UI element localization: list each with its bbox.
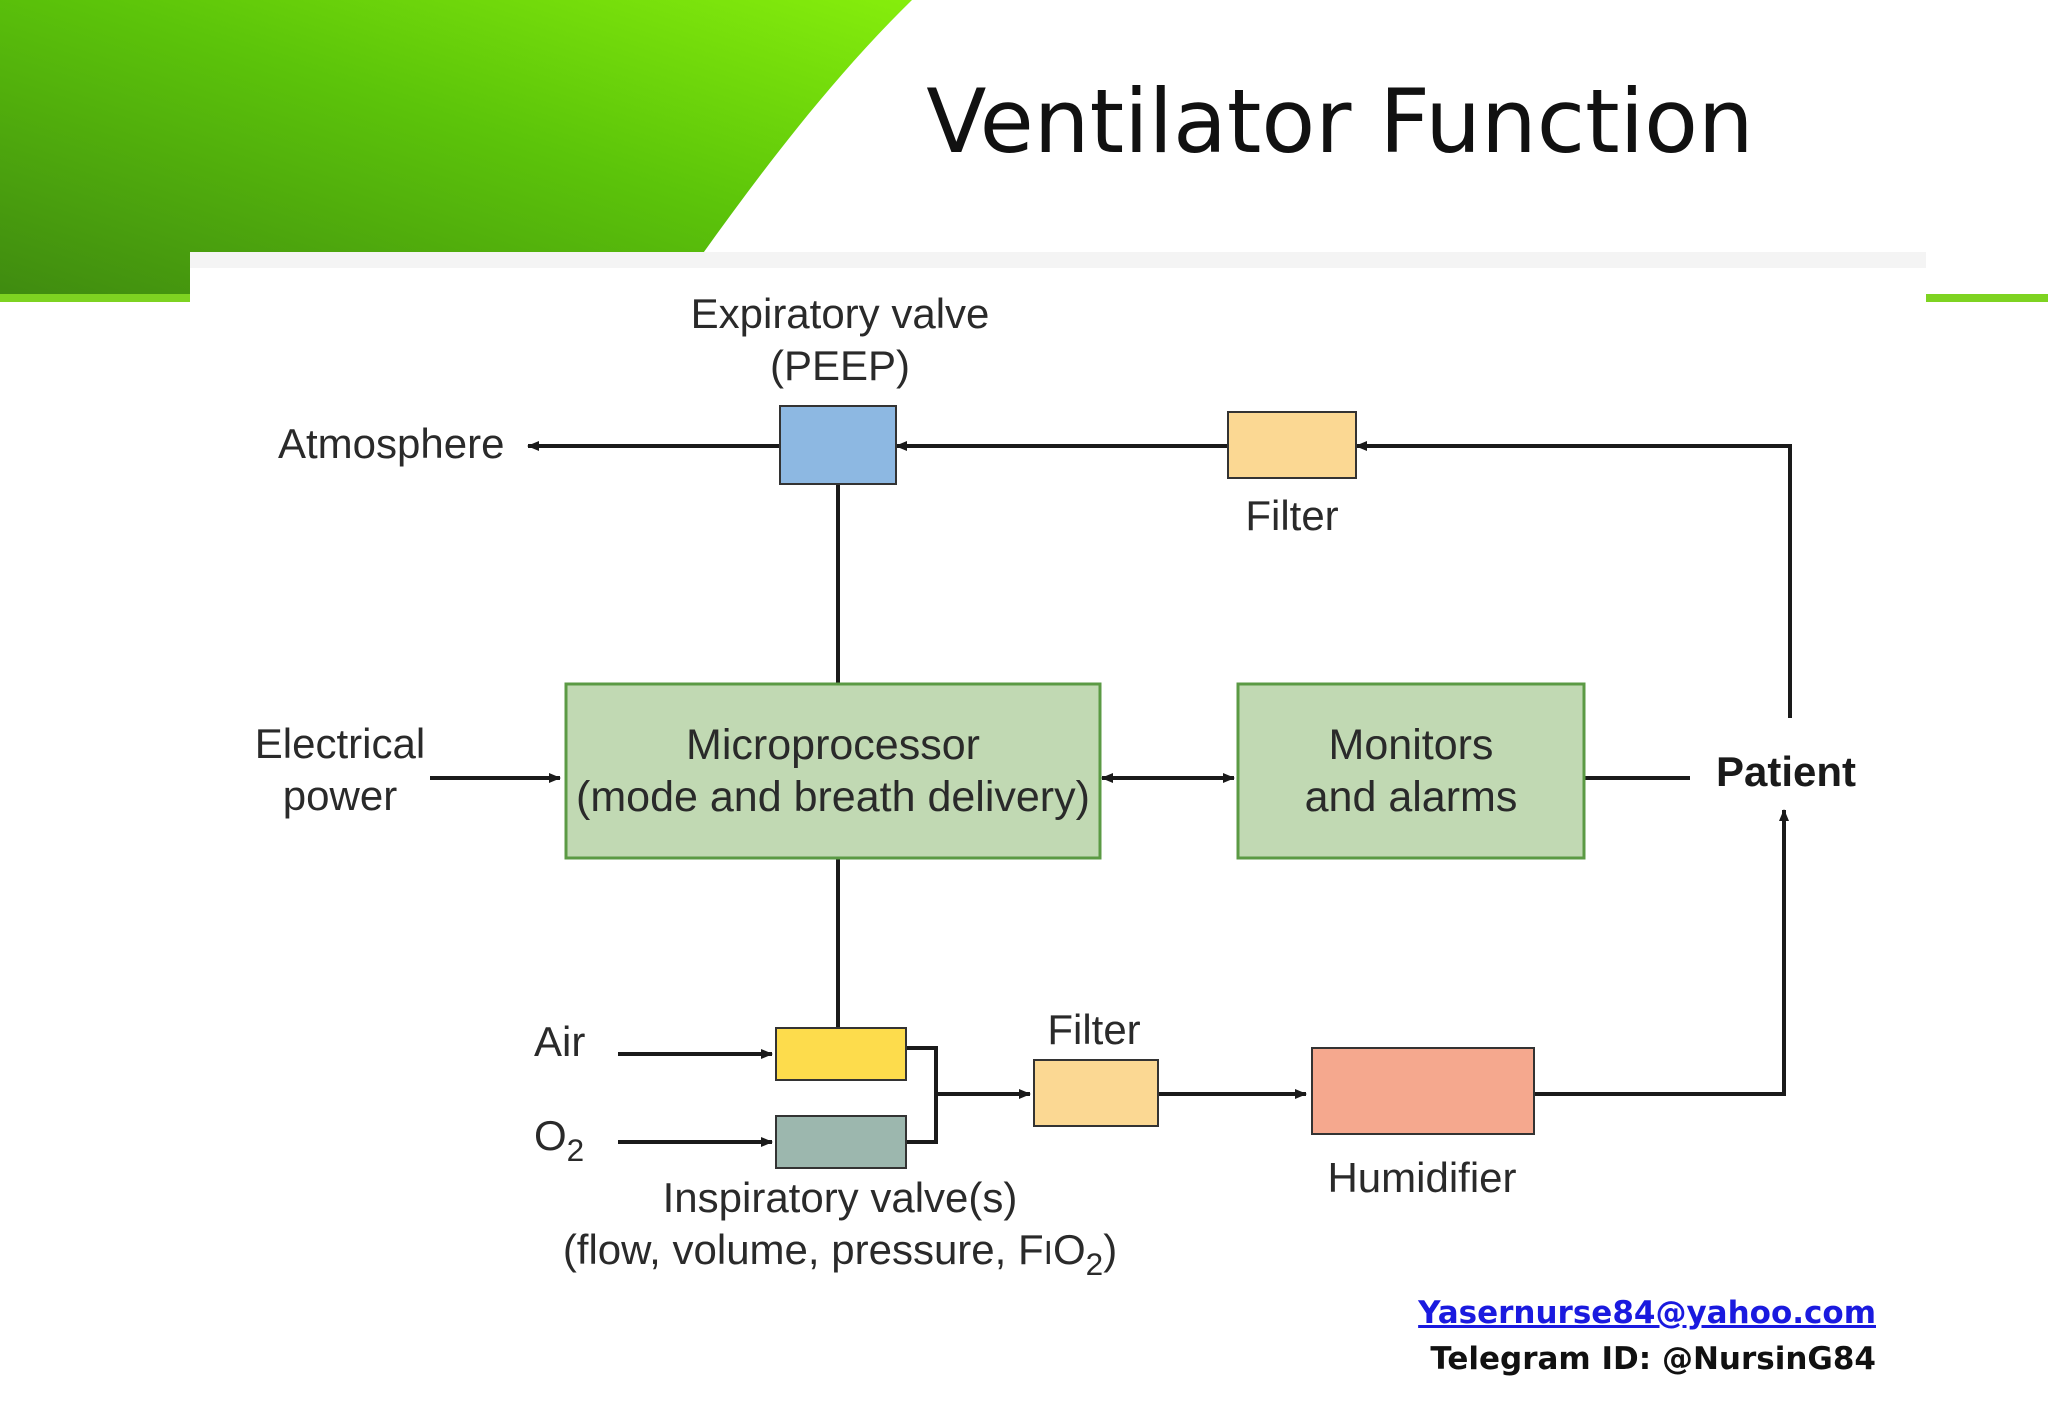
- diagram-panel-band: [190, 252, 1926, 268]
- filter-top-label: Filter: [1245, 492, 1339, 539]
- filter-bottom-box: [1033, 1059, 1159, 1127]
- expiratory-valve-box: [779, 405, 897, 485]
- inspiratory-valve-label: Inspiratory valve(s) (flow, volume, pres…: [562, 1174, 1118, 1283]
- line-patient-to-filter-top: [1355, 441, 1792, 718]
- microprocessor-box: [564, 682, 1102, 860]
- monitors-label: Monitors and alarms: [1304, 721, 1518, 821]
- arrow-humidifier-to-patient: [1534, 809, 1789, 1096]
- humidifier-box: [1311, 1047, 1535, 1135]
- humidifier-label: Humidifier: [1327, 1154, 1517, 1201]
- patient-label: Patient: [1716, 748, 1857, 795]
- air-label: Air: [534, 1018, 586, 1065]
- slide-title: Ventilator Function: [926, 70, 1754, 173]
- footer-contact: Yasernurse84@yahoo.com Telegram ID: @Nur…: [1418, 1290, 1876, 1382]
- line-air-valve-merge: [906, 1046, 938, 1144]
- air-valve-box: [775, 1027, 907, 1081]
- o2-label: O2: [534, 1112, 585, 1169]
- microprocessor-label: Microprocessor (mode and breath delivery…: [576, 721, 1090, 821]
- monitors-alarms-box: [1236, 682, 1586, 860]
- filter-top-box: [1227, 411, 1357, 479]
- filter-bottom-label: Filter: [1047, 1006, 1141, 1053]
- atmosphere-label: Atmosphere: [278, 420, 505, 467]
- telegram-id: Telegram ID: @NursinG84: [1430, 1341, 1876, 1377]
- electrical-power-label: Electrical power: [254, 720, 426, 819]
- o2-valve-box: [775, 1115, 907, 1169]
- expiratory-valve-label: Expiratory valve (PEEP): [690, 290, 990, 389]
- email-link[interactable]: Yasernurse84@yahoo.com: [1418, 1295, 1876, 1331]
